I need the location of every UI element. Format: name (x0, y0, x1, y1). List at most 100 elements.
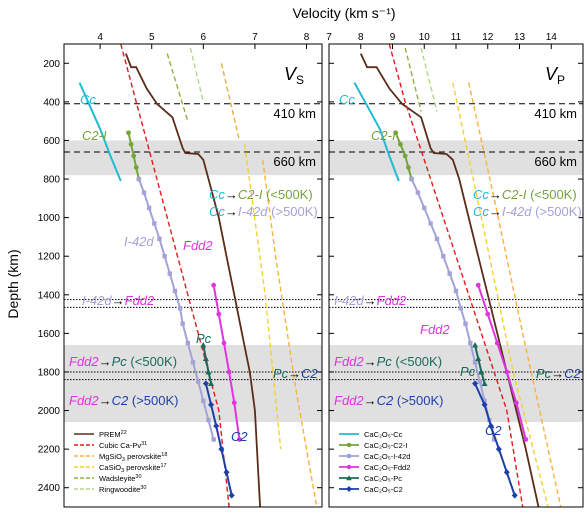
vs-legend-label: CaSiO3 perovskite17 (99, 463, 167, 474)
vp-data-point (511, 492, 518, 499)
vp-phase-series-line (474, 383, 516, 496)
y-tick-label: 1800 (38, 367, 61, 378)
vp-reference-line (388, 43, 524, 508)
vp-data-point (402, 153, 408, 159)
vs-x-tick-label: 5 (149, 32, 155, 43)
vp-annotation-label: Cc→C2-I (<500K) (473, 187, 577, 202)
vp-data-point (523, 437, 529, 442)
vs-reference-line (125, 53, 261, 508)
vs-phase-series-line (202, 344, 213, 384)
vp-legend-label: CaC₂O₅-I-42d (364, 452, 410, 461)
vs-data-point (128, 141, 134, 147)
vp-data-point (441, 254, 446, 259)
vp-legend-marker (347, 454, 351, 458)
vs-annotation-label: Fdd2→C2 (>500K) (69, 393, 179, 408)
vs-data-point (211, 437, 216, 442)
vs-reference-line (220, 63, 241, 141)
vs-data-point (205, 368, 212, 375)
vs-data-point (177, 306, 183, 311)
vs-data-point (172, 288, 178, 294)
vs-legend-label: Cubic Ca-Pv31 (99, 441, 147, 450)
vs-data-point (208, 401, 215, 408)
vs-data-point (162, 254, 167, 259)
vs-data-point (180, 321, 185, 326)
vp-phase-series-line (474, 344, 486, 384)
vp-data-point (472, 360, 478, 365)
vs-data-point (157, 236, 162, 242)
vp-data-point (472, 380, 479, 387)
vs-x-tick-label: 4 (97, 32, 103, 43)
vp-data-point (494, 340, 500, 346)
vs-data-point (185, 340, 191, 346)
vp-data-point (481, 401, 488, 408)
vs-annotation-label: I-42d→Fdd2 (82, 293, 155, 308)
y-tick-label: 800 (43, 175, 60, 186)
vp-gray-band (329, 344, 583, 423)
vp-legend-label: CaC₂O₅-Pc (364, 474, 402, 483)
vp-phase-series-line (353, 82, 400, 182)
vp-annotation-label: Fdd2 (420, 322, 450, 337)
vp-data-point (415, 190, 421, 195)
vp-data-point (475, 282, 481, 288)
vp-x-tick-label: 14 (546, 32, 558, 43)
vs-data-point (133, 165, 139, 170)
vs-data-point (136, 176, 142, 182)
vs-legend-label: Ringwoodite30 (99, 485, 146, 494)
vs-annotation-label: Fdd2→Pc (<500K) (69, 354, 177, 369)
vp-data-point (504, 369, 510, 375)
vs-legend-label: PREM22 (99, 430, 127, 439)
vs-discontinuity-label: 660 km (273, 154, 316, 169)
vs-annotation-label: Pc (196, 331, 212, 346)
vp-data-point (405, 165, 411, 170)
vp-reference-line (468, 82, 562, 508)
vs-data-point (206, 417, 211, 423)
vp-data-point (485, 311, 491, 317)
vp-legend-label: CaC₂O₅-C2-I (364, 441, 407, 450)
vp-legend-label: CaC₂O₅-Fdd2 (364, 463, 410, 472)
vp-reference-line (452, 82, 549, 508)
vs-x-tick-label: 7 (252, 32, 258, 43)
vp-legend-marker (346, 486, 352, 492)
y-tick-label: 1600 (38, 329, 61, 340)
vp-legend-label: CaC₂O₅-C2 (364, 485, 403, 494)
y-tick-label: 1400 (38, 290, 61, 301)
vs-annotation-label: I-42d (124, 234, 154, 249)
vp-annotation-label: Cc (339, 92, 355, 107)
vp-phase-series-line (477, 284, 527, 440)
vs-phase-series-line (78, 82, 122, 182)
vs-phase-series-line (212, 284, 241, 440)
vp-data-point (478, 368, 485, 375)
vp-data-point (447, 271, 452, 276)
vs-data-point (208, 380, 215, 387)
vs-legend-label: Wadsleyite30 (99, 474, 142, 483)
vp-annotation-label: C2 (485, 423, 502, 438)
vs-data-point (167, 271, 172, 276)
y-tick-label: 400 (43, 97, 60, 108)
vp-annotation-label: C2-I (371, 128, 396, 143)
vs-data-point (223, 469, 230, 476)
vs-data-point (226, 369, 232, 375)
vp-data-point (468, 340, 473, 346)
vp-annotation-label: Fdd2→C2 (>500K) (334, 393, 444, 408)
vs-data-point (152, 221, 157, 226)
vp-annotation-label: Pc (460, 364, 476, 379)
vs-data-point (228, 492, 235, 499)
vp-data-point (482, 398, 487, 404)
vp-x-tick-label: 7 (326, 32, 332, 43)
vs-x-tick-label: 6 (201, 32, 207, 43)
vs-data-point (201, 398, 206, 404)
vp-data-point (458, 306, 463, 311)
vp-data-point (428, 221, 433, 226)
y-tick-label: 2000 (38, 406, 61, 417)
vs-data-point (216, 311, 222, 317)
vs-data-point (221, 340, 227, 346)
vp-reference-line (420, 47, 438, 112)
vs-data-point (146, 205, 152, 211)
vp-data-point (503, 469, 510, 476)
vp-data-point (477, 379, 483, 384)
vs-annotation-label: Pc→C2 (273, 366, 319, 381)
x-axis-title: Velocity (km s⁻¹) (292, 5, 395, 21)
y-axis-title: Depth (km) (5, 249, 21, 318)
vp-legend-marker (346, 464, 352, 470)
